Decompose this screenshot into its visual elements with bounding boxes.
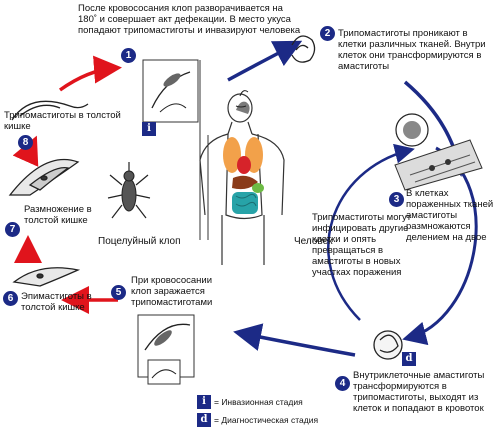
bug-label: Поцелуйный клоп bbox=[98, 236, 181, 247]
parasite-6 bbox=[14, 268, 78, 286]
diagnostic-stage-marker: d bbox=[402, 352, 416, 366]
parasite-stage-2 bbox=[292, 36, 315, 62]
step-2-text: Трипомастиготы проникают в клетки различ… bbox=[338, 28, 498, 72]
step-5-text: При кровососании клоп заражается трипома… bbox=[131, 275, 227, 308]
arrow-4-to-5 bbox=[240, 333, 355, 355]
arrow-1-to-2 bbox=[228, 44, 296, 80]
step-8-text: Трипомастиготы в толстой кишке bbox=[4, 110, 134, 132]
invasive-stage-marker: i bbox=[142, 122, 156, 136]
reinfection-text: Трипомастиготы могут инфицировать другие… bbox=[312, 212, 422, 278]
step-number-5: 5 bbox=[111, 285, 126, 300]
legend-diagnostic-symbol: d bbox=[197, 413, 211, 427]
step-6-text: Эпимастиготы в толстой кишке bbox=[21, 291, 109, 313]
legend-invasive-text: = Инвазионная стадия bbox=[214, 397, 303, 407]
step-number-6: 6 bbox=[3, 291, 18, 306]
step-4-text: Внутриклеточные амастиготы трансформирую… bbox=[353, 370, 500, 414]
step-number-4: 4 bbox=[335, 376, 350, 391]
legend-diagnostic-text: = Диагностическая стадия bbox=[214, 415, 318, 425]
step-number-2: 2 bbox=[320, 26, 335, 41]
parasite-7 bbox=[10, 159, 78, 195]
step-number-3: 3 bbox=[389, 192, 404, 207]
step-number-1: 1 bbox=[121, 48, 136, 63]
step-1-text: После кровососания клоп разворачивается … bbox=[78, 3, 303, 36]
cell-stage-3 bbox=[395, 114, 482, 190]
arrow-8-to-1 bbox=[60, 68, 115, 90]
frame-stage-1 bbox=[143, 60, 198, 122]
human-organs bbox=[223, 91, 264, 214]
step-7-text: Размножение в толстой кишке bbox=[24, 204, 114, 226]
legend-invasive-symbol: i bbox=[197, 395, 211, 409]
kissing-bug bbox=[108, 162, 150, 218]
step-number-8: 8 bbox=[18, 135, 33, 150]
cell-stage-4 bbox=[374, 331, 402, 359]
step-number-7: 7 bbox=[5, 222, 20, 237]
